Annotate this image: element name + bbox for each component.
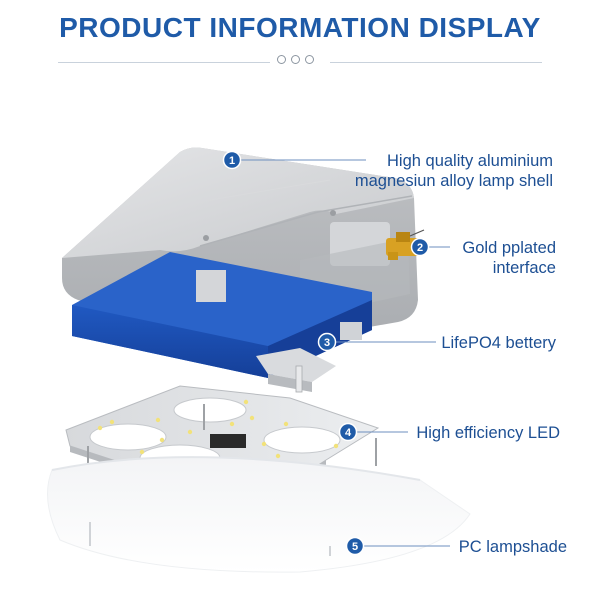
callout-label-5: PC lampshade	[440, 537, 567, 557]
callout-label-2-line1: Gold pplated	[462, 239, 556, 257]
callout-badge-5: 5	[345, 536, 365, 556]
divider-dot	[291, 55, 300, 64]
callout-label-4-line1: High efficiency LED	[416, 424, 560, 442]
svg-text:2: 2	[417, 242, 423, 254]
leader-lines	[240, 159, 450, 547]
divider-dot	[277, 55, 286, 64]
divider-dot	[305, 55, 314, 64]
mounting-bracket	[256, 348, 336, 393]
callout-label-3: LifePO4 bettery	[420, 333, 556, 353]
callout-label-4: High efficiency LED	[400, 423, 560, 443]
title-divider-dots	[277, 55, 314, 64]
gold-interface-connector	[386, 229, 425, 260]
callout-label-1-line1: High quality aluminium	[387, 152, 553, 170]
callout-badge-1: 1	[222, 150, 242, 170]
svg-text:5: 5	[352, 541, 358, 553]
title-rule-right	[330, 62, 542, 63]
callout-badge-2: 2	[410, 237, 430, 257]
callout-label-2: Gold pplated interface	[430, 238, 556, 278]
callout-label-3-line1: LifePO4 bettery	[441, 334, 556, 352]
svg-text:4: 4	[345, 427, 352, 439]
callout-label-1: High quality aluminium magnesiun alloy l…	[300, 151, 553, 191]
svg-text:3: 3	[324, 337, 330, 349]
pc-lampshade	[47, 456, 471, 573]
page-title: PRODUCT INFORMATION DISPLAY	[59, 12, 541, 43]
svg-text:1: 1	[229, 155, 235, 167]
callout-label-2-line2: interface	[492, 259, 556, 277]
callout-label-1-line2: magnesiun alloy lamp shell	[354, 172, 553, 190]
callout-badge-3: 3	[317, 332, 337, 352]
callout-badge-4: 4	[338, 422, 358, 442]
title-rule-left	[58, 62, 270, 63]
callout-label-5-line1: PC lampshade	[458, 538, 567, 556]
